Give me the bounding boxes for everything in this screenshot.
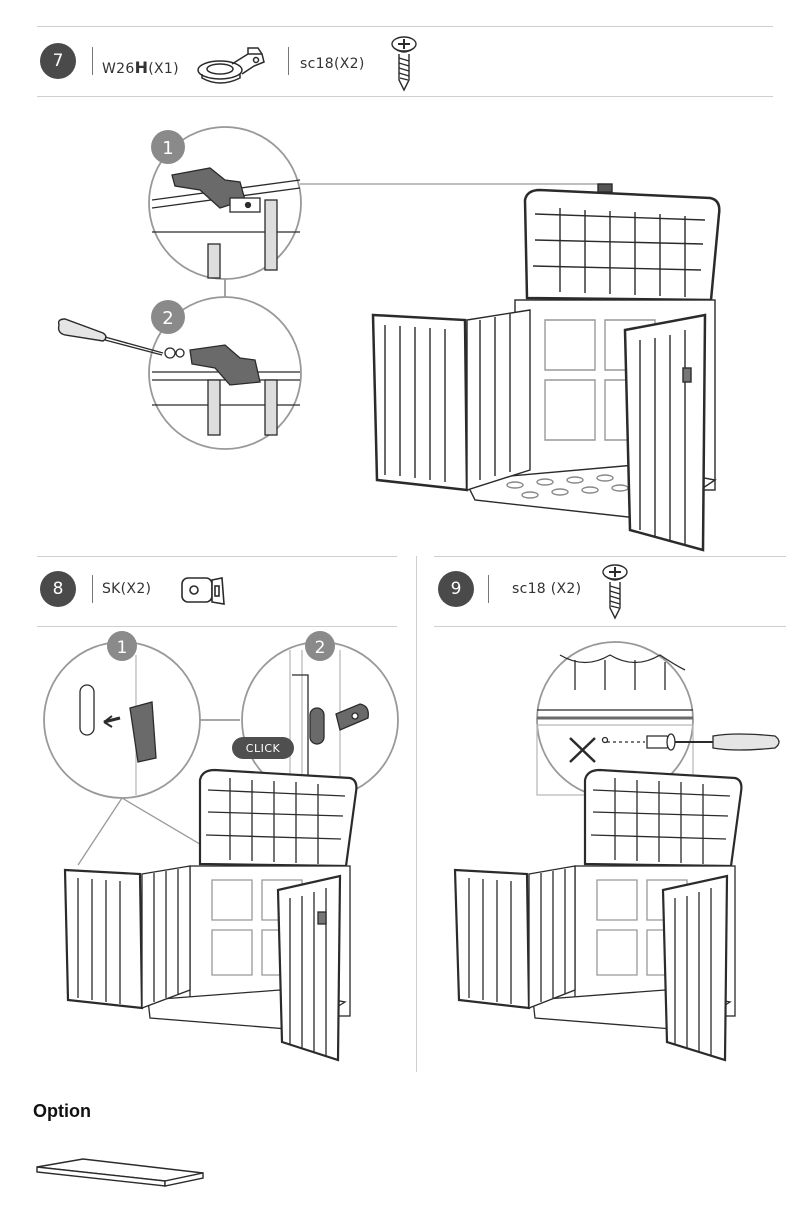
step8-sub2-number: 2 <box>315 638 326 658</box>
step8-separator <box>92 575 93 603</box>
step8-illustration: 1 2 <box>43 631 399 1062</box>
step9-illustration <box>453 641 780 1062</box>
top-rule <box>37 26 773 27</box>
step9-badge: 9 <box>438 571 474 607</box>
step9-screw-icon <box>602 564 628 620</box>
part-qty: (X1) <box>148 61 179 77</box>
part-code-bold: H <box>134 58 149 77</box>
step7-separator-1 <box>92 47 93 75</box>
column-divider <box>416 556 417 1072</box>
step8-sub1-number: 1 <box>117 638 128 658</box>
bracket-part-icon <box>197 47 265 84</box>
step8-badge: 8 <box>40 571 76 607</box>
option-title: Option <box>33 1101 91 1121</box>
step9-separator <box>488 575 489 603</box>
shelf-board-illustration <box>36 1158 204 1187</box>
step7-part2-label: sc18(X2) <box>300 56 365 72</box>
step7-separator-2 <box>288 47 289 75</box>
step9-part-label: sc18 (X2) <box>512 581 582 597</box>
step8-header-rule <box>37 626 397 627</box>
step7-part1-label: W26H(X1) <box>102 58 179 77</box>
step7-badge: 7 <box>40 43 76 79</box>
screwdriver-icon <box>57 318 164 356</box>
step9-number: 9 <box>450 579 462 599</box>
step7-header-rule <box>37 96 773 97</box>
screw-icon <box>391 36 417 92</box>
latch-plate-icon <box>181 577 225 605</box>
step8-top-rule <box>37 556 397 557</box>
step9-top-rule <box>434 556 786 557</box>
step7-detail-circles: 1 2 <box>148 126 302 450</box>
step8-part-label: SK(X2) <box>102 581 152 597</box>
step7-number: 7 <box>52 51 64 71</box>
step9-header-rule <box>434 626 786 627</box>
step7-pointer-line <box>300 183 606 185</box>
part-code: W26 <box>102 61 135 77</box>
step8-number: 8 <box>52 579 64 599</box>
storage-shed-illustration-large <box>371 183 721 552</box>
click-label: CLICK <box>232 737 294 759</box>
svg-text:1: 1 <box>162 138 173 159</box>
svg-text:2: 2 <box>162 308 173 329</box>
